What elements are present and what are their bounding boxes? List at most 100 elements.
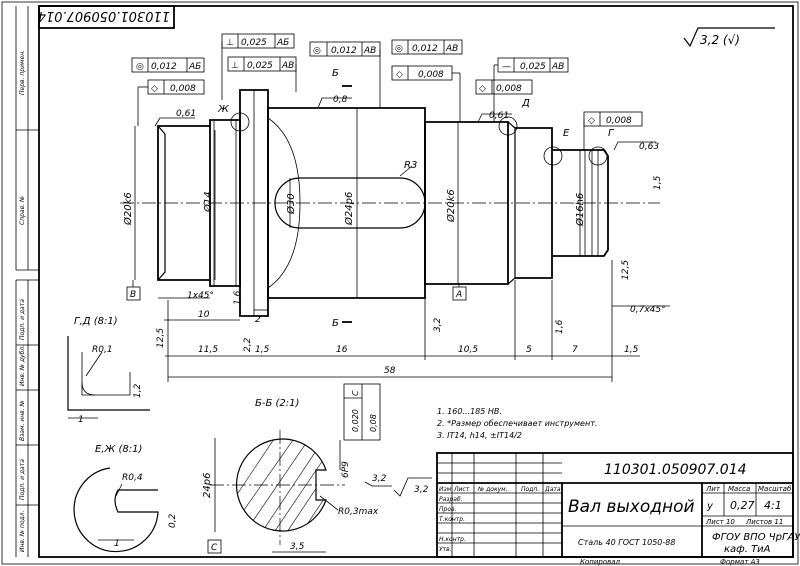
svg-text:0,7х45°: 0,7х45° bbox=[630, 305, 666, 315]
tol-frame-2: ◇ 0,008 bbox=[137, 79, 205, 126]
svg-text:Утв.: Утв. bbox=[439, 546, 452, 553]
tol-frame-10: ◇ 0,008 bbox=[583, 111, 643, 150]
svg-text:◇: ◇ bbox=[479, 84, 486, 94]
detail-ezh: Е,Ж (8:1) R0,4 0,2 1 bbox=[73, 444, 178, 553]
svg-text:1: 1 bbox=[114, 539, 120, 549]
strip-label: Инв. № подл. bbox=[19, 511, 26, 552]
svg-text:Листов 11: Листов 11 bbox=[745, 518, 783, 526]
svg-text:12,5: 12,5 bbox=[156, 328, 166, 348]
svg-text:0,025: 0,025 bbox=[247, 61, 273, 71]
rotated-doc-number: 110301.050907.014 bbox=[38, 5, 175, 29]
svg-text:Ø20k6: Ø20k6 bbox=[122, 192, 134, 226]
svg-text:◇: ◇ bbox=[151, 84, 158, 94]
svg-text:◇: ◇ bbox=[588, 116, 595, 126]
svg-text:3,2: 3,2 bbox=[372, 474, 387, 484]
svg-text:3,2 (√): 3,2 (√) bbox=[700, 33, 740, 47]
svg-text:⊥: ⊥ bbox=[231, 61, 239, 71]
svg-text:у: у bbox=[706, 501, 714, 512]
tol-frame-1: ◎ 0,012 АБ bbox=[131, 57, 205, 73]
base-a: А bbox=[455, 290, 462, 300]
svg-text:1х45°: 1х45° bbox=[187, 291, 214, 301]
svg-text:3,2: 3,2 bbox=[433, 317, 443, 332]
svg-text:0,012: 0,012 bbox=[331, 46, 357, 56]
note-2: 2. *Размер обеспечивает инструмент. bbox=[437, 419, 597, 428]
technical-notes: 1. 160...185 НВ. 2. *Размер обеспечивает… bbox=[437, 407, 597, 440]
detail-circle-g bbox=[588, 146, 608, 166]
svg-text:2,2: 2,2 bbox=[243, 337, 253, 352]
svg-text:Изм: Изм bbox=[439, 486, 452, 493]
base-c: С bbox=[211, 543, 218, 553]
svg-text:0,61: 0,61 bbox=[176, 109, 196, 119]
svg-text:0,008: 0,008 bbox=[170, 84, 196, 94]
svg-text:АВ: АВ bbox=[281, 61, 294, 71]
svg-text:10: 10 bbox=[198, 310, 210, 320]
svg-text:12,5: 12,5 bbox=[621, 260, 631, 280]
view-g-label: Г bbox=[608, 128, 615, 139]
detail-circle-d bbox=[498, 116, 518, 136]
svg-text:Масса: Масса bbox=[728, 485, 750, 493]
svg-text:16: 16 bbox=[336, 345, 348, 355]
base-markers: В А bbox=[126, 280, 467, 301]
left-strip: Перв. примен. Справ. № Подп. и дата Инв.… bbox=[15, 6, 39, 557]
svg-text:0,2: 0,2 bbox=[168, 513, 178, 528]
svg-text:11,5: 11,5 bbox=[198, 345, 218, 355]
svg-text:Ø24р6: Ø24р6 bbox=[343, 192, 355, 226]
drawing-frame bbox=[38, 5, 794, 558]
strip-label: Подп. и дата bbox=[19, 459, 26, 500]
svg-text:—: — bbox=[502, 62, 511, 72]
svg-text:◎: ◎ bbox=[395, 44, 403, 54]
svg-text:Формат А3: Формат А3 bbox=[720, 558, 760, 566]
detail-circle-e bbox=[543, 146, 563, 166]
tol-frame-6: ◎ 0,012 АВ bbox=[391, 39, 463, 55]
svg-text:R3: R3 bbox=[404, 160, 417, 171]
svg-text:№ докум.: № докум. bbox=[477, 486, 508, 493]
svg-text:0,020: 0,020 bbox=[351, 409, 360, 432]
svg-text:Ø14: Ø14 bbox=[202, 191, 214, 213]
strip-label: Справ. № bbox=[19, 196, 26, 225]
strip-label: Взам. инв. № bbox=[19, 400, 26, 441]
tolerance-frames: ◎ 0,012 АБ ◇ 0,008 ⊥ 0,025 АБ ⊥ 0,025 АВ bbox=[131, 33, 643, 150]
svg-text:Лист 10: Лист 10 bbox=[705, 518, 735, 526]
shaft-outline bbox=[157, 89, 609, 317]
svg-text:7: 7 bbox=[572, 345, 578, 355]
svg-text:◎: ◎ bbox=[313, 46, 321, 56]
strip-label: Инв. № дубл. bbox=[19, 345, 26, 386]
base-b: В bbox=[130, 290, 136, 300]
mass-value: 0,27 bbox=[730, 499, 755, 512]
svg-text:10,5: 10,5 bbox=[458, 345, 478, 355]
svg-text:0,012: 0,012 bbox=[151, 62, 177, 72]
svg-text:Н.контр.: Н.контр. bbox=[439, 536, 466, 543]
svg-text:◎: ◎ bbox=[136, 62, 144, 72]
svg-text:Разраб.: Разраб. bbox=[439, 496, 463, 503]
scale-value: 4:1 bbox=[764, 499, 782, 512]
svg-text:0,08: 0,08 bbox=[369, 414, 378, 432]
svg-text:58: 58 bbox=[384, 366, 396, 376]
svg-text:◇: ◇ bbox=[396, 70, 403, 80]
svg-text:0,025: 0,025 bbox=[520, 62, 546, 72]
svg-text:1,5: 1,5 bbox=[255, 345, 270, 355]
tol-frame-9: ◇ 0,008 bbox=[475, 79, 533, 95]
svg-text:0,63: 0,63 bbox=[639, 142, 659, 152]
tol-frame-4: ⊥ 0,025 АВ bbox=[227, 56, 297, 92]
svg-text:АВ: АВ bbox=[363, 46, 376, 56]
svg-text:Пров.: Пров. bbox=[439, 506, 457, 513]
svg-text:Г,Д (8:1): Г,Д (8:1) bbox=[74, 316, 118, 327]
svg-text:6Р9: 6Р9 bbox=[341, 461, 351, 478]
general-roughness-symbol: 3,2 (√) bbox=[683, 27, 775, 48]
svg-text:110301.050907.014: 110301.050907.014 bbox=[38, 8, 170, 23]
svg-text:Лит: Лит bbox=[705, 485, 721, 493]
svg-text:R0,4: R0,4 bbox=[122, 473, 143, 483]
svg-text:Б-Б (2:1): Б-Б (2:1) bbox=[255, 398, 299, 409]
svg-text:1,6: 1,6 bbox=[233, 290, 243, 305]
strip-label: Перв. примен. bbox=[19, 50, 26, 95]
svg-text:0,012: 0,012 bbox=[412, 44, 438, 54]
tol-frame-7: ◇ 0,008 bbox=[391, 65, 461, 122]
organization: ФГОУ ВПО ЧрГАУ bbox=[712, 532, 800, 543]
svg-text:1: 1 bbox=[78, 415, 84, 425]
svg-text:Е,Ж (8:1): Е,Ж (8:1) bbox=[95, 444, 142, 455]
tol-frame-8: — 0,025 АВ bbox=[493, 57, 569, 122]
svg-text:Подп.: Подп. bbox=[521, 486, 539, 493]
svg-text:1,5: 1,5 bbox=[624, 345, 639, 355]
